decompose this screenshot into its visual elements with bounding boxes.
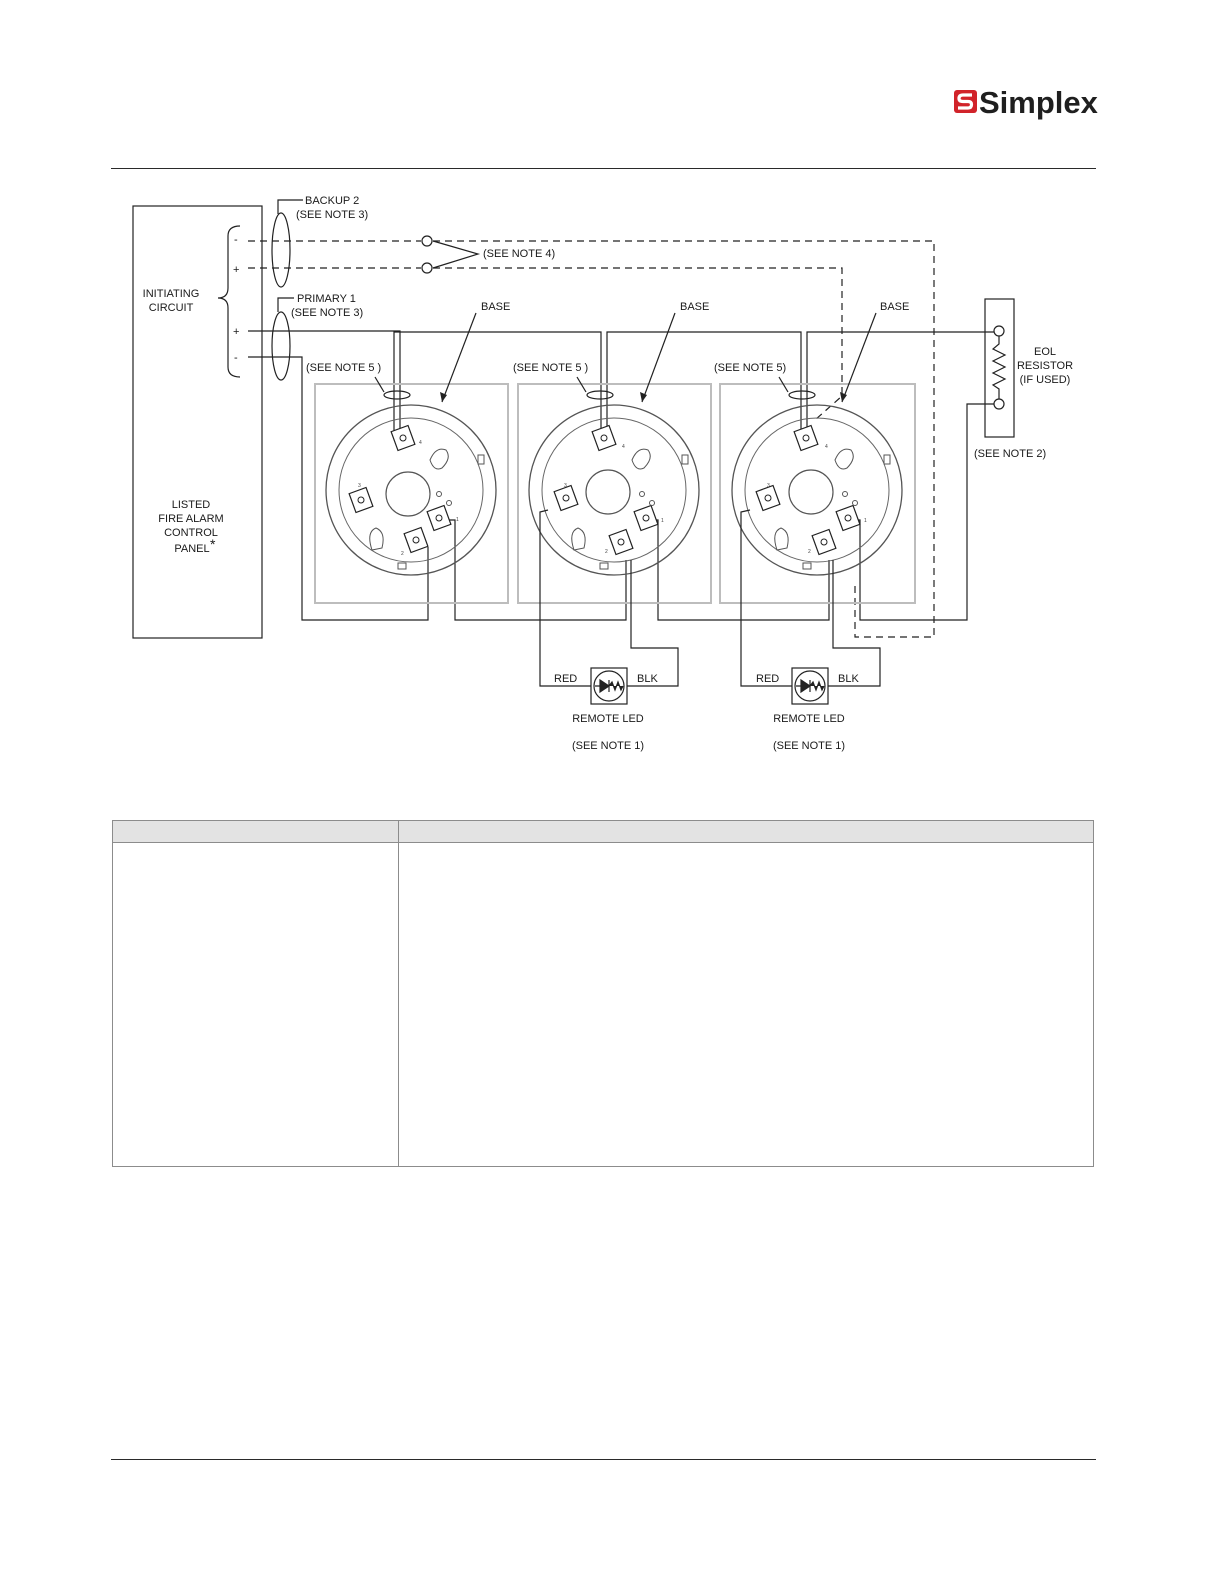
- wire-base3-to-eol-plus: [806, 331, 998, 436]
- circuit-label-line-1: INITIATING: [143, 288, 200, 300]
- note4-leader: [432, 240, 481, 269]
- led-1-note1-label: (SEE NOTE 1): [572, 740, 644, 752]
- led-2-red-label: RED: [756, 673, 779, 685]
- panel-label-line-2: FIRE ALARM: [158, 513, 223, 525]
- eol-resistor-box: [984, 298, 1015, 438]
- led-1-red-label: RED: [554, 673, 577, 685]
- led-2-blk-wire: [828, 560, 881, 687]
- base-1-arrow-icon: [440, 392, 447, 402]
- primary-label-line-2: (SEE NOTE 3): [291, 307, 363, 319]
- simplex-logo: Simplex: [954, 85, 1099, 120]
- circuit-label-line-2: CIRCUIT: [149, 302, 194, 314]
- simplex-mark-s-icon: [957, 93, 974, 110]
- base-1-terminal-3: 3: [358, 483, 361, 489]
- primary-plus-label: +: [233, 326, 239, 338]
- primary-label-line-1: PRIMARY 1: [297, 293, 356, 305]
- base-3-terminal-2: 2: [808, 549, 811, 555]
- eol-label-line-1: EOL: [1034, 346, 1056, 358]
- wire-base2-to-base3-minus: [651, 519, 830, 621]
- base-2-arrow-icon: [640, 392, 647, 402]
- backup-plus-return: [433, 267, 843, 421]
- base-2-note5-label: (SEE NOTE 5 ): [513, 362, 588, 374]
- base-2-leader: [641, 312, 676, 403]
- base-2-label: BASE: [680, 301, 709, 313]
- primary-bundle-icon: [271, 311, 291, 381]
- led-1-diode-icon: [595, 678, 624, 694]
- base-1-terminal-1: 1: [456, 517, 459, 523]
- base-3-label: BASE: [880, 301, 909, 313]
- backup-label-line-2: (SEE NOTE 3): [296, 209, 368, 221]
- control-panel-box: [132, 205, 263, 639]
- led-2-note1-label: (SEE NOTE 1): [773, 740, 845, 752]
- base-2-bundle-icon: [586, 390, 614, 400]
- base-3-leader: [841, 312, 877, 403]
- led-2-diode-icon: [796, 678, 825, 694]
- eol-terminal-bottom-icon: [993, 398, 1005, 410]
- led-2-lens-icon: [794, 670, 826, 702]
- base-2-terminal-4: 4: [622, 444, 625, 450]
- base-1-terminal-2: 2: [401, 551, 404, 557]
- base-2-terminal-2: 2: [605, 549, 608, 555]
- wiring-diagram: INITIATING CIRCUIT LISTED FIRE ALARM CON…: [132, 195, 1073, 752]
- eol-label-line-2: RESISTOR: [1017, 360, 1073, 372]
- led-1-blk-wire: [627, 560, 679, 687]
- notes-table-column-divider: [398, 821, 399, 1166]
- base-3: 4 3 1 2: [719, 383, 916, 604]
- base-3-terminal-1: 1: [864, 518, 867, 524]
- backup-plus-label: +: [233, 264, 239, 276]
- led-1-label: REMOTE LED: [572, 713, 644, 725]
- base-2-terminal-1: 1: [661, 518, 664, 524]
- panel-asterisk: *: [210, 536, 216, 552]
- wire-base3-to-eol-minus: [848, 403, 998, 621]
- base-1-terminal-4: 4: [419, 440, 422, 446]
- base-1-note5-label: (SEE NOTE 5 ): [306, 362, 381, 374]
- panel-label-line-1: LISTED: [172, 499, 211, 511]
- backup-leader: [277, 199, 303, 214]
- panel-label-line-4: PANEL: [174, 543, 209, 555]
- backup-bundle-icon: [271, 212, 291, 288]
- base-1-label: BASE: [481, 301, 510, 313]
- base-2-note5-leader: [576, 376, 587, 393]
- eol-terminal-top-icon: [993, 325, 1005, 337]
- header-rule: [111, 168, 1096, 169]
- backup-minus-terminal-icon: [421, 235, 433, 247]
- led-2-blk-label: BLK: [838, 673, 859, 685]
- base-3-bundle-icon: [788, 390, 816, 400]
- eol-label-line-3: (IF USED): [1020, 374, 1071, 386]
- note4-label: (SEE NOTE 4): [483, 248, 555, 260]
- base-3-note5-label: (SEE NOTE 5): [714, 362, 786, 374]
- base-3-arrow-icon: [840, 392, 847, 402]
- led-1-lens-icon: [593, 670, 625, 702]
- backup-plus-terminal-icon: [421, 262, 433, 274]
- primary-plus-wire: [248, 330, 401, 436]
- panel-label-line-3: CONTROL: [164, 527, 218, 539]
- base-3-terminal-4: 4: [825, 444, 828, 450]
- base-1: 4 3 1 2: [314, 383, 509, 604]
- led-1-red-wire: [539, 509, 591, 687]
- brand-name: Simplex: [979, 85, 1099, 120]
- base-3-note5-leader: [778, 376, 789, 393]
- primary-minus-label: -: [234, 352, 238, 364]
- primary-minus-wire: [248, 356, 429, 621]
- base-1-bundle-icon: [383, 390, 411, 400]
- eol-resistor-icon: [991, 336, 1007, 399]
- eol-note2-label: (SEE NOTE 2): [974, 448, 1046, 460]
- backup-minus-label: -: [234, 234, 238, 246]
- base-2: 4 3 1 2: [517, 383, 712, 604]
- circuit-brace: [217, 225, 241, 378]
- notes-table: [112, 820, 1094, 1167]
- led-2-label: REMOTE LED: [773, 713, 845, 725]
- backup-label-line-1: BACKUP 2: [305, 195, 359, 207]
- primary-leader: [277, 297, 294, 312]
- wire-base1-to-base2-minus: [445, 519, 627, 621]
- led-2-red-wire: [740, 509, 792, 687]
- notes-table-header: [113, 821, 1093, 843]
- base-3-terminal-3: 3: [767, 483, 770, 489]
- base-1-leader: [441, 312, 477, 403]
- footer-rule: [111, 1459, 1096, 1460]
- led-1-blk-label: BLK: [637, 673, 658, 685]
- base-2-terminal-3: 3: [564, 483, 567, 489]
- base-1-note5-leader: [374, 376, 385, 393]
